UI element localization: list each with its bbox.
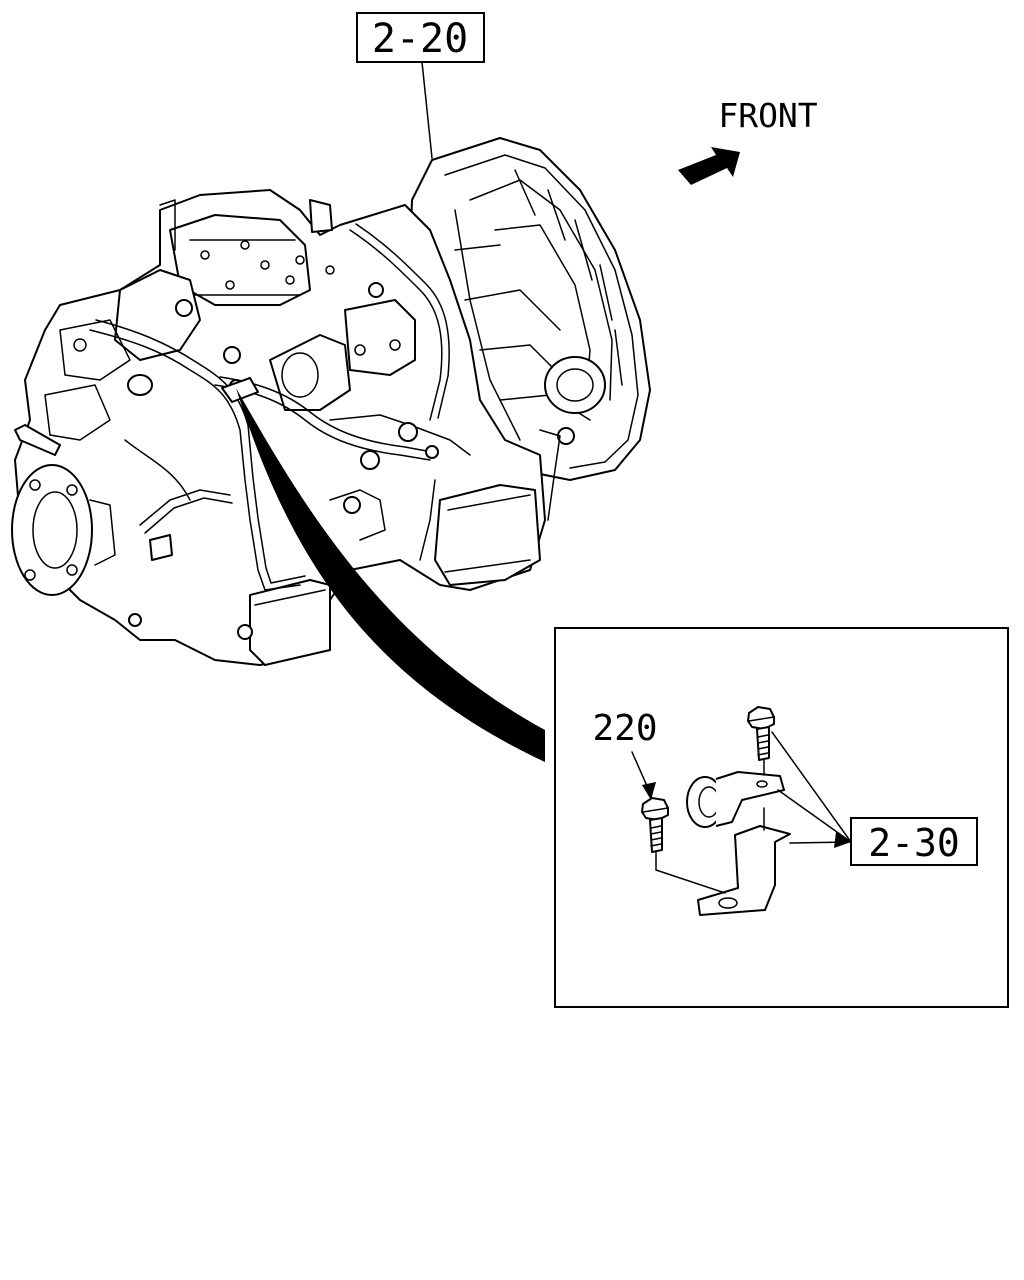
callout-bolt-ref[interactable]: 220 [592, 708, 657, 749]
bracket-bolt-part[interactable] [747, 706, 775, 761]
callout-bracket-ref-label: 2-30 [868, 821, 960, 865]
detail-pointer-wedge [236, 388, 545, 762]
leader-line-bracket-1 [771, 731, 852, 843]
leader-line-assembly [421, 61, 433, 159]
hose-clamp-part[interactable] [686, 771, 785, 828]
transmission-assembly-drawing [11, 137, 651, 666]
callout-assembly-ref-label: 2-20 [372, 16, 468, 62]
flange-bolt-part[interactable] [641, 797, 669, 853]
callout-bracket-ref[interactable]: 2-30 [850, 817, 978, 866]
direction-label: FRONT [718, 96, 817, 135]
front-arrow-icon [678, 147, 740, 185]
alignment-line-bolt [655, 851, 726, 894]
callout-assembly-ref[interactable]: 2-20 [356, 12, 485, 63]
mounting-bracket-part[interactable] [697, 825, 791, 916]
leader-arrowhead-bracket-icon [834, 832, 851, 848]
leader-line-bracket-2 [777, 789, 852, 843]
leader-arrowhead-bolt-icon [642, 782, 656, 800]
